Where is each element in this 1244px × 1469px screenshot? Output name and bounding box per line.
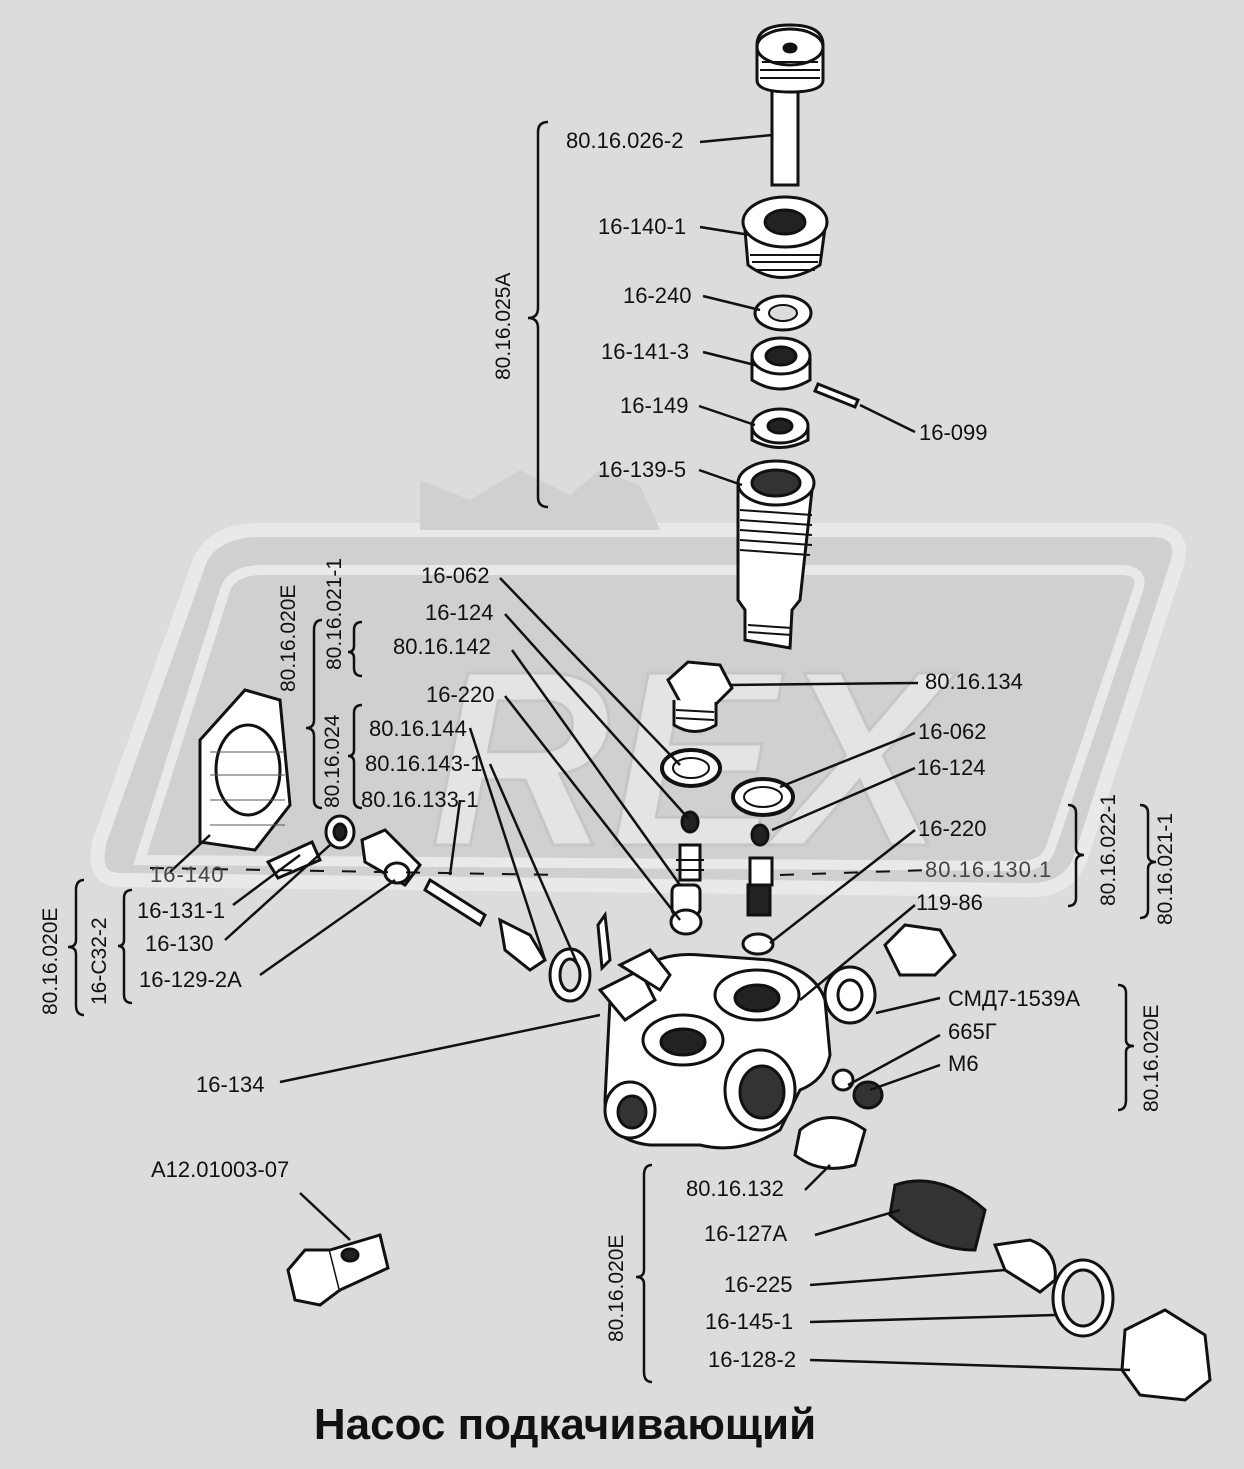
group-80-16-020e-top: 80.16.020Е: [277, 584, 300, 692]
label-16-145-1: 16-145-1: [705, 1309, 794, 1334]
label-80-16-133-1: 80.16.133-1: [361, 787, 479, 812]
label-80-16-132: 80.16.132: [686, 1176, 784, 1201]
label-80-16-143-1: 80.16.143-1: [365, 751, 483, 776]
label-80-16-144: 80.16.144: [369, 716, 467, 741]
label-16-099: 16-099: [919, 420, 988, 445]
label-16-128-2: 16-128-2: [708, 1347, 797, 1372]
label-16-127a: 16-127А: [704, 1221, 788, 1246]
label-16-141-3: 16-141-3: [601, 339, 690, 364]
pin-16-099: [813, 382, 860, 409]
label-665g: 665Г: [948, 1019, 997, 1044]
pump-body: [597, 948, 832, 1150]
label-16-062-b: 16-062: [918, 719, 987, 744]
label-16-131-1: 16-131-1: [137, 898, 226, 923]
label-80-16-026-2: 80.16.026-2: [566, 128, 684, 153]
group-16-c32-2: 16-С32-2: [88, 917, 111, 1005]
label-16-129-2a: 16-129-2А: [139, 967, 242, 992]
valve-assembly-right: [741, 823, 775, 956]
label-16-124-b: 16-124: [917, 755, 986, 780]
dash-lines: [149, 867, 931, 876]
seal-16-141-3: [750, 336, 812, 391]
grouping-braces: [67, 120, 1157, 1384]
group-80-16-021-1-left: 80.16.021-1: [323, 557, 346, 670]
cylinder-16-139-5: [736, 459, 816, 650]
group-80-16-022-1: 80.16.022-1: [1097, 793, 1120, 906]
label-16-149: 16-149: [620, 393, 689, 418]
label-80-16-130-1-partial: 80.16.130.1: [925, 857, 1053, 882]
label-16-240: 16-240: [623, 283, 692, 308]
group-80-16-021-1-right: 80.16.021-1: [1154, 812, 1177, 925]
spring-and-plug: [888, 1179, 1212, 1402]
label-16-220-b: 16-220: [918, 816, 987, 841]
label-16-139-5: 16-139-5: [598, 457, 687, 482]
plug-80-16-134: [666, 660, 734, 733]
label-80-16-134: 80.16.134: [925, 669, 1023, 694]
label-16-130: 16-130: [145, 931, 214, 956]
label-16-140-partial: 16-140: [150, 862, 225, 887]
group-80-16-024: 80.16.024: [321, 714, 344, 808]
label-119-86: 119-86: [916, 890, 983, 915]
fitting-parts-right: [793, 923, 957, 1170]
leader-lines: [169, 133, 1131, 1372]
label-smd7-1539a: СМД7-1539А: [948, 986, 1081, 1011]
group-80-16-025a: 80.16.025А: [492, 272, 515, 380]
label-16-225: 16-225: [724, 1272, 793, 1297]
label-16-140-1: 16-140-1: [598, 214, 687, 239]
label-80-16-142: 80.16.142: [393, 634, 491, 659]
label-16-220-a: 16-220: [426, 682, 495, 707]
group-80-16-020e-right: 80.16.020Е: [1140, 1004, 1163, 1112]
label-16-062-a: 16-062: [421, 563, 490, 588]
washer-16-149: [750, 407, 810, 449]
label-m6: М6: [948, 1051, 979, 1076]
plunger-nut: [741, 195, 829, 279]
label-16-124-a: 16-124: [425, 600, 494, 625]
flange-plate: [198, 688, 292, 852]
banjo-bolt-a12: [286, 1233, 390, 1307]
label-16-134: 16-134: [196, 1072, 265, 1097]
group-80-16-020e-left: 80.16.020Е: [39, 907, 62, 1015]
group-80-16-020e-bottom: 80.16.020Е: [605, 1234, 628, 1342]
label-a12-01003-07: А12.01003-07: [151, 1157, 290, 1182]
plunger-knob: [755, 23, 825, 187]
diagram-title: Насос подкачивающий: [313, 1400, 817, 1449]
